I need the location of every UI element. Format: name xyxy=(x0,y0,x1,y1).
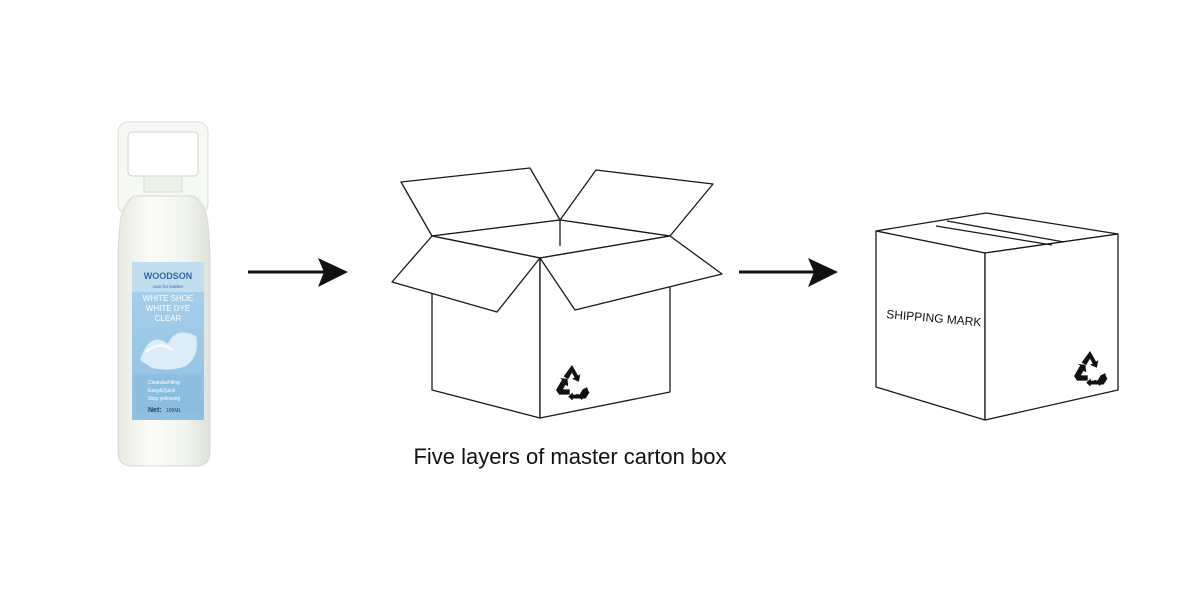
water-splash-image xyxy=(140,332,197,370)
right-arrow-icon xyxy=(248,258,348,287)
net-value: 100ML xyxy=(166,408,182,414)
open-carton-box xyxy=(391,167,723,419)
bottle-applicator-top xyxy=(127,131,199,177)
net-label: Net: xyxy=(148,407,162,414)
benefit-2: Easy&Quick xyxy=(148,388,176,394)
brand-logo: WOODSON xyxy=(144,271,193,281)
product-bottle: WOODSON care for leather WHITE SHOE WHIT… xyxy=(117,121,211,467)
product-name-line1: WHITE SHOE xyxy=(143,294,194,303)
benefit-3: Stop yellowing xyxy=(148,396,180,402)
caption: Five layers of master carton box xyxy=(413,444,727,469)
right-arrow-icon xyxy=(739,258,838,287)
benefit-1: Clean&whiting xyxy=(148,380,180,386)
product-name-line3: CLEAR xyxy=(155,314,182,323)
product-name-line2: WHITE DYE xyxy=(146,304,190,313)
brand-tagline: care for leather xyxy=(153,284,184,289)
closed-carton-box xyxy=(875,212,1119,421)
